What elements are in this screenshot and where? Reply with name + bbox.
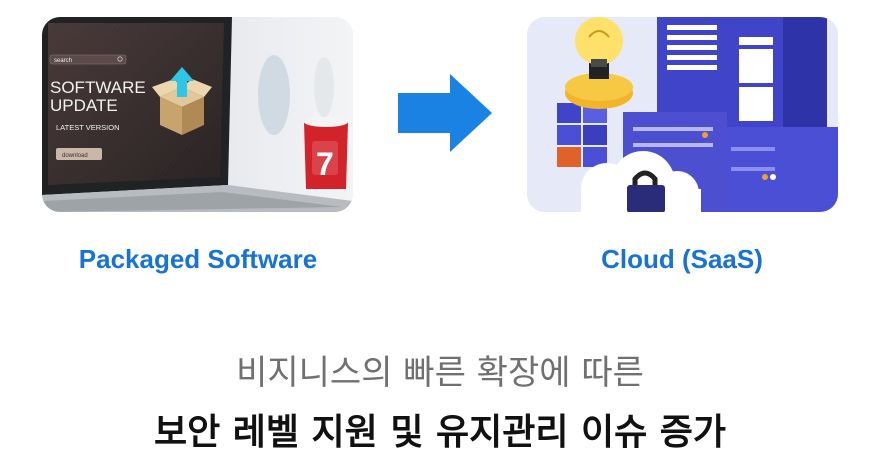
box-upload-icon [152,67,212,135]
server-block [723,127,838,212]
screen-search-bar [49,54,127,65]
packaged-software-image: search SOFTWARE UPDATE LATEST VERSION do… [42,17,353,212]
search-icon [117,56,123,62]
bottom-subtitle: 비지니스의 빠른 확장에 따른 [236,353,644,393]
screen-title-line2: UPDATE [50,96,118,115]
packaged-software-label: Packaged Software [78,244,318,274]
screen-title-line1: SOFTWARE [50,78,146,97]
lightbulb-icon [575,17,623,67]
mug-number: 7 [316,146,334,182]
cloud-saas-image [527,17,838,212]
arrow-right-icon [398,74,492,152]
screen-search-text: search [54,58,72,64]
lock-icon [627,170,665,212]
cloud-server-illustration [527,17,838,212]
screen-download-label: download [62,153,88,159]
gear-icon [565,61,633,109]
screen-subtitle: LATEST VERSION [56,123,120,132]
bottom-headline: 보안 레벨 지원 및 유지관리 이슈 증가 [154,412,726,453]
cloud-saas-label: Cloud (SaaS) [601,244,763,274]
screen-download-button [56,148,102,160]
